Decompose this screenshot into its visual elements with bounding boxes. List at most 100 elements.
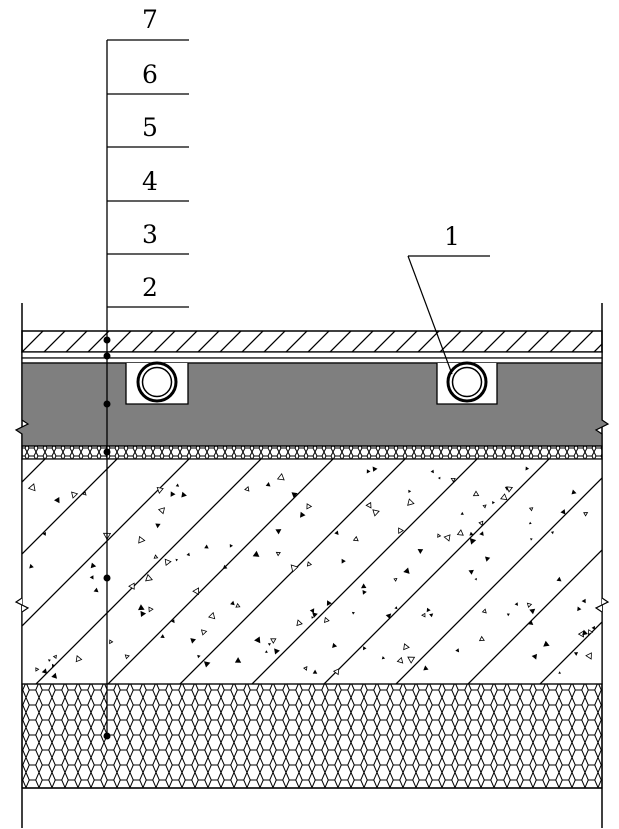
aggregate-speck <box>531 653 537 660</box>
aggregate-speck <box>54 497 60 504</box>
aggregate-speck <box>363 646 367 651</box>
aggregate-speck <box>312 612 318 618</box>
label-5: 5 <box>142 113 158 142</box>
label-4: 4 <box>142 167 158 196</box>
aggregate-speck <box>396 656 404 664</box>
break-mark-left <box>14 597 30 613</box>
aggregate-speck <box>474 577 477 581</box>
aggregate-speck <box>153 554 159 559</box>
aggregate-speck <box>423 665 429 671</box>
aggregate-speck <box>52 654 57 660</box>
aggregate-speck <box>492 501 495 505</box>
concrete-layer <box>22 459 602 684</box>
aggregate-speck <box>71 491 79 499</box>
aggregate-speck <box>585 652 592 660</box>
leader-dot <box>103 574 111 582</box>
aggregate-speck <box>276 473 285 481</box>
aggregate-speck <box>472 490 480 497</box>
aggregate-speck <box>588 629 594 636</box>
aggregate-speck <box>29 563 34 569</box>
aggregate-speck <box>526 602 533 608</box>
aggregate-speck <box>581 598 586 604</box>
aggregate-speck <box>252 550 260 557</box>
aggregate-speck <box>430 469 434 474</box>
aggregate-speck <box>48 659 51 662</box>
aggregate-speck <box>450 477 456 483</box>
leader-dot <box>103 732 111 740</box>
aggregate-speck <box>529 608 536 615</box>
aggregate-speck <box>455 648 460 653</box>
aggregate-speck <box>311 616 314 619</box>
aggregate-speck <box>145 573 153 582</box>
aggregate-speck <box>222 564 228 569</box>
aggregate-speck <box>264 650 268 653</box>
aggregate-speck <box>372 466 378 472</box>
aggregate-speck <box>443 534 451 542</box>
pipe-channel-right <box>436 361 498 405</box>
label-6: 6 <box>142 60 158 89</box>
aggregate-speck <box>582 629 588 636</box>
aggregate-speck <box>306 561 313 567</box>
aggregate-speck <box>124 654 130 660</box>
aggregate-speck <box>267 643 271 646</box>
aggregate-speck <box>89 575 94 580</box>
aggregate-speck <box>300 511 306 518</box>
aggregate-speck <box>403 567 410 574</box>
aggregate-speck <box>309 608 315 614</box>
aggregate-speck <box>140 610 147 617</box>
aggregate-speck <box>365 501 372 509</box>
aggregate-speck <box>394 606 398 610</box>
aggregate-speck <box>203 661 211 668</box>
label-3: 3 <box>142 220 158 249</box>
aggregate-speck <box>437 476 441 480</box>
aggregate-speck <box>164 558 172 567</box>
aggregate-speck <box>41 668 48 674</box>
aggregate-speck <box>332 668 340 676</box>
aggregate-speck <box>393 577 398 582</box>
aggregate-speck <box>175 558 179 562</box>
pipe-channel-left <box>125 361 189 405</box>
aggregate-speck <box>93 587 99 593</box>
aggregate-speck <box>157 507 166 515</box>
aggregate-speck <box>156 486 164 494</box>
aggregate-speck <box>506 613 510 617</box>
aggregate-speck <box>550 531 554 535</box>
aggregate-speck <box>407 498 415 506</box>
aggregate-speck <box>230 600 235 606</box>
aggregate-speck <box>352 535 359 542</box>
aggregate-speck <box>229 544 233 548</box>
aggregate-speck <box>275 551 281 557</box>
aggregate-speck <box>506 486 514 493</box>
aggregate-speck <box>468 569 474 575</box>
aggregate-speck <box>478 520 484 527</box>
aggregate-speck <box>42 532 46 536</box>
aggregate-speck <box>204 544 209 549</box>
aggregate-speck <box>275 529 282 535</box>
aggregate-speck <box>341 558 346 564</box>
aggregate-speck <box>573 652 579 656</box>
aggregate-speck <box>190 638 196 644</box>
leader-dot <box>103 336 111 344</box>
aggregate-speck <box>571 489 577 495</box>
label-7: 7 <box>142 5 158 34</box>
aggregate-speck <box>52 663 55 667</box>
aggregate-speck <box>362 590 367 595</box>
aggregate-speck <box>481 608 487 614</box>
aggregate-speck <box>385 613 392 619</box>
aggregate-speck <box>469 538 477 545</box>
aggregate-speck <box>485 556 491 562</box>
aggregate-speck <box>200 629 208 636</box>
aggregate-speck <box>479 531 484 536</box>
aggregate-speck <box>175 483 180 487</box>
aggregate-speck <box>323 616 330 624</box>
aggregate-speck <box>366 469 371 474</box>
aggregate-speck <box>109 639 114 645</box>
aggregate-speck <box>528 521 532 525</box>
aggregate-speck <box>591 625 595 630</box>
aggregate-speck <box>334 530 339 535</box>
aggregate-speck <box>407 656 416 664</box>
aggregate-speck <box>160 634 165 638</box>
aggregate-speck <box>75 655 83 663</box>
aggregate-speck <box>270 638 277 644</box>
concrete-aggregate <box>27 466 595 679</box>
